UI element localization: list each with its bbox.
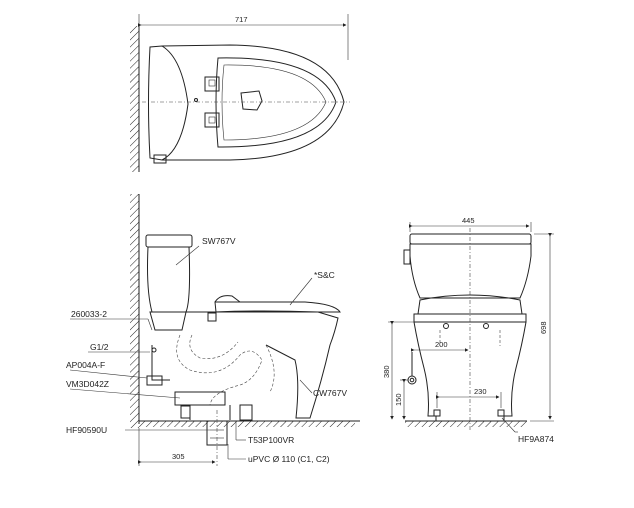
front-view: 445 698 380 150 [382, 216, 554, 444]
front-dim-380: 380 [382, 365, 391, 378]
label-sw767v: SW767V [202, 236, 236, 246]
label-ap004a-f: AP004A-F [66, 360, 105, 370]
front-view-seat [417, 294, 523, 315]
side-view-bowl [186, 310, 339, 419]
front-dim-445: 445 [462, 216, 475, 225]
top-view-tank [148, 45, 189, 161]
side-view: 305 SW767V *S&C CW767V 260033-2 G1/2 AP0… [66, 194, 360, 466]
side-view-tank-lid [145, 234, 193, 248]
side-view-tank [147, 246, 191, 313]
top-view-body [161, 44, 345, 161]
side-view-wall-hatch [130, 194, 139, 428]
front-view-floor-hatch [405, 421, 527, 427]
label-seat-sc: *S&C [314, 270, 335, 280]
front-view-tank [409, 243, 532, 299]
side-view-floor-hatch [139, 421, 355, 427]
front-view-bowl [413, 321, 527, 421]
top-dim-717: 717 [235, 15, 248, 24]
label-g1-2: G1/2 [90, 342, 109, 352]
label-hf90590u: HF90590U [66, 425, 107, 435]
side-dim-305: 305 [172, 452, 185, 461]
top-view-seat [215, 57, 337, 148]
side-view-trapway [176, 334, 263, 406]
front-view-tank-lid [409, 233, 532, 245]
label-upvc: uPVC Ø 110 (C1, C2) [248, 454, 330, 464]
top-view-outlet [240, 90, 263, 111]
top-view-wall-hatch [130, 26, 139, 172]
top-view: 717 [130, 14, 350, 172]
front-dim-230: 230 [474, 387, 487, 396]
front-dim-150: 150 [394, 393, 403, 406]
label-vm3d042z: VM3D042Z [66, 379, 109, 389]
label-hf9a874: HF9A874 [518, 434, 554, 444]
label-cw767v: CW767V [313, 388, 347, 398]
front-dim-200: 200 [435, 340, 448, 349]
label-260033-2: 260033-2 [71, 309, 107, 319]
label-t53p100vr: T53P100VR [248, 435, 294, 445]
side-view-seat [214, 301, 341, 313]
front-dim-698: 698 [539, 321, 548, 334]
